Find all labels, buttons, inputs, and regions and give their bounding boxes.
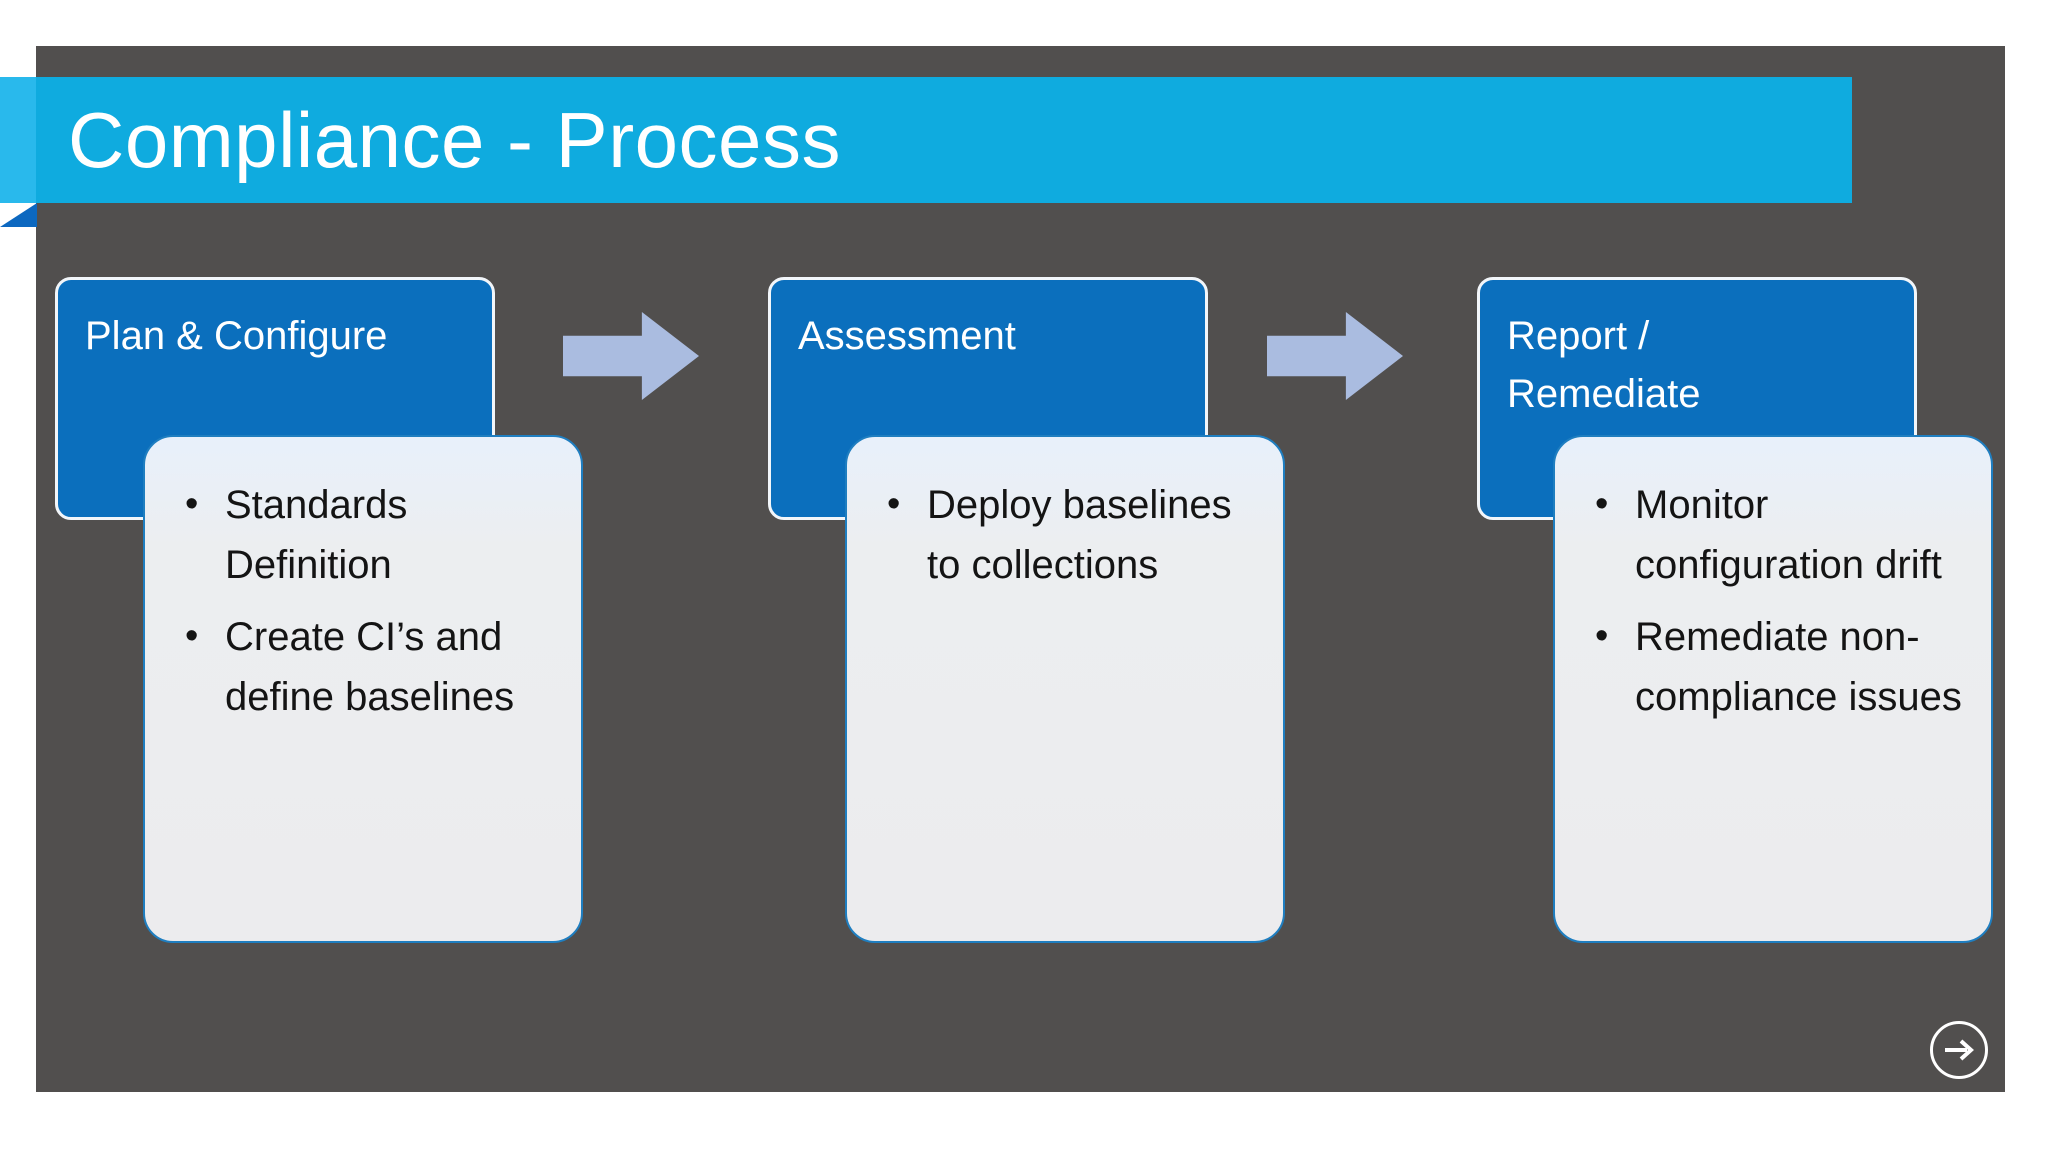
ribbon-overhang (0, 77, 37, 203)
list-item: Remediate non-compliance issues (1589, 606, 1969, 727)
ribbon-band (36, 77, 1852, 203)
list-item: Monitor configuration drift (1589, 474, 1969, 595)
bullet-list-1: Standards Definition Create CI’s and def… (145, 437, 581, 727)
detail-card-2: Deploy baselines to collections (845, 435, 1285, 943)
title-ribbon (0, 77, 1852, 203)
bullet-list-3: Monitor configuration drift Remediate no… (1555, 437, 1991, 727)
arrow-right-circle-icon (1942, 1037, 1976, 1063)
next-slide-button[interactable] (1930, 1021, 1988, 1079)
page-title: Compliance - Process (68, 95, 841, 184)
process-step-label-2: Assessment (798, 314, 1016, 358)
process-step-label-3: Report / Remediate (1507, 314, 1701, 416)
process-step-label-1: Plan & Configure (85, 314, 388, 358)
bullet-list-2: Deploy baselines to collections (847, 437, 1283, 595)
detail-card-1: Standards Definition Create CI’s and def… (143, 435, 583, 943)
list-item: Standards Definition (179, 474, 559, 595)
list-item: Create CI’s and define baselines (179, 606, 559, 727)
list-item: Deploy baselines to collections (881, 474, 1261, 595)
detail-card-3: Monitor configuration drift Remediate no… (1553, 435, 1993, 943)
ribbon-fold-triangle (0, 203, 37, 227)
